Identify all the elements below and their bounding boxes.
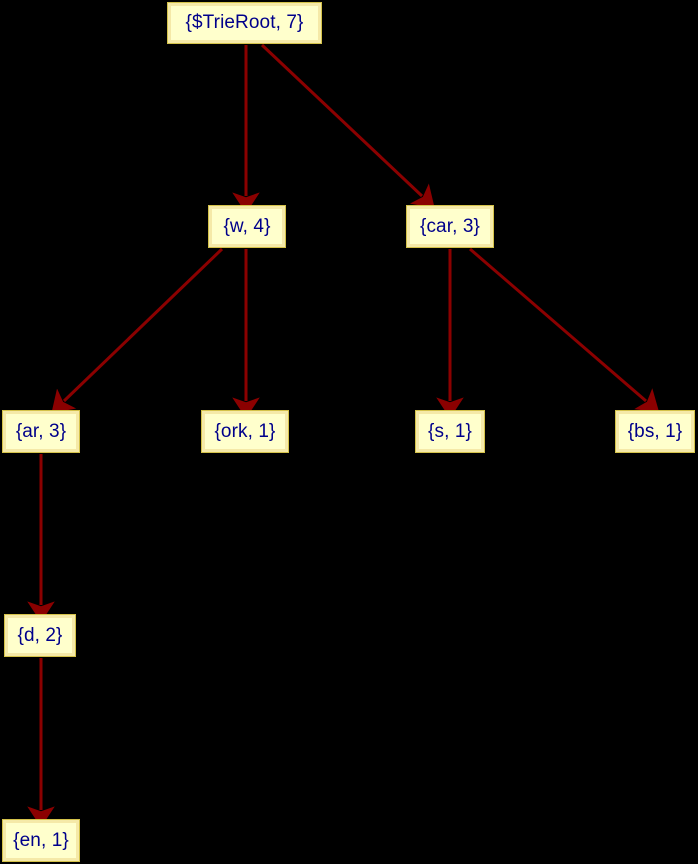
trie-edge-root-car	[260, 43, 435, 208]
trie-node-ork[interactable]: {ork, 1}	[201, 410, 289, 453]
trie-node-label: {s, 1}	[428, 420, 472, 442]
trie-node-car[interactable]: {car, 3}	[406, 205, 494, 248]
trie-node-label: {ork, 1}	[214, 420, 276, 442]
trie-node-ar[interactable]: {ar, 3}	[2, 410, 80, 453]
trie-node-label: {ar, 3}	[15, 420, 67, 442]
trie-node-bs[interactable]: {bs, 1}	[615, 410, 695, 453]
trie-node-d[interactable]: {d, 2}	[4, 614, 76, 657]
trie-node-root[interactable]: {$TrieRoot, 7}	[167, 2, 322, 44]
trie-node-label: {w, 4}	[223, 215, 271, 237]
trie-node-label: {car, 3}	[420, 215, 480, 237]
trie-edge-w-ar	[51, 247, 224, 414]
trie-node-s[interactable]: {s, 1}	[415, 410, 485, 453]
trie-node-w[interactable]: {w, 4}	[208, 205, 286, 248]
trie-node-label: {d, 2}	[17, 624, 63, 646]
trie-node-label: {en, 1}	[13, 829, 69, 851]
trie-node-label: {$TrieRoot, 7}	[185, 12, 304, 33]
trie-edge-car-bs	[469, 247, 660, 413]
trie-node-label: {bs, 1}	[627, 420, 683, 442]
trie-node-en[interactable]: {en, 1}	[2, 819, 80, 862]
